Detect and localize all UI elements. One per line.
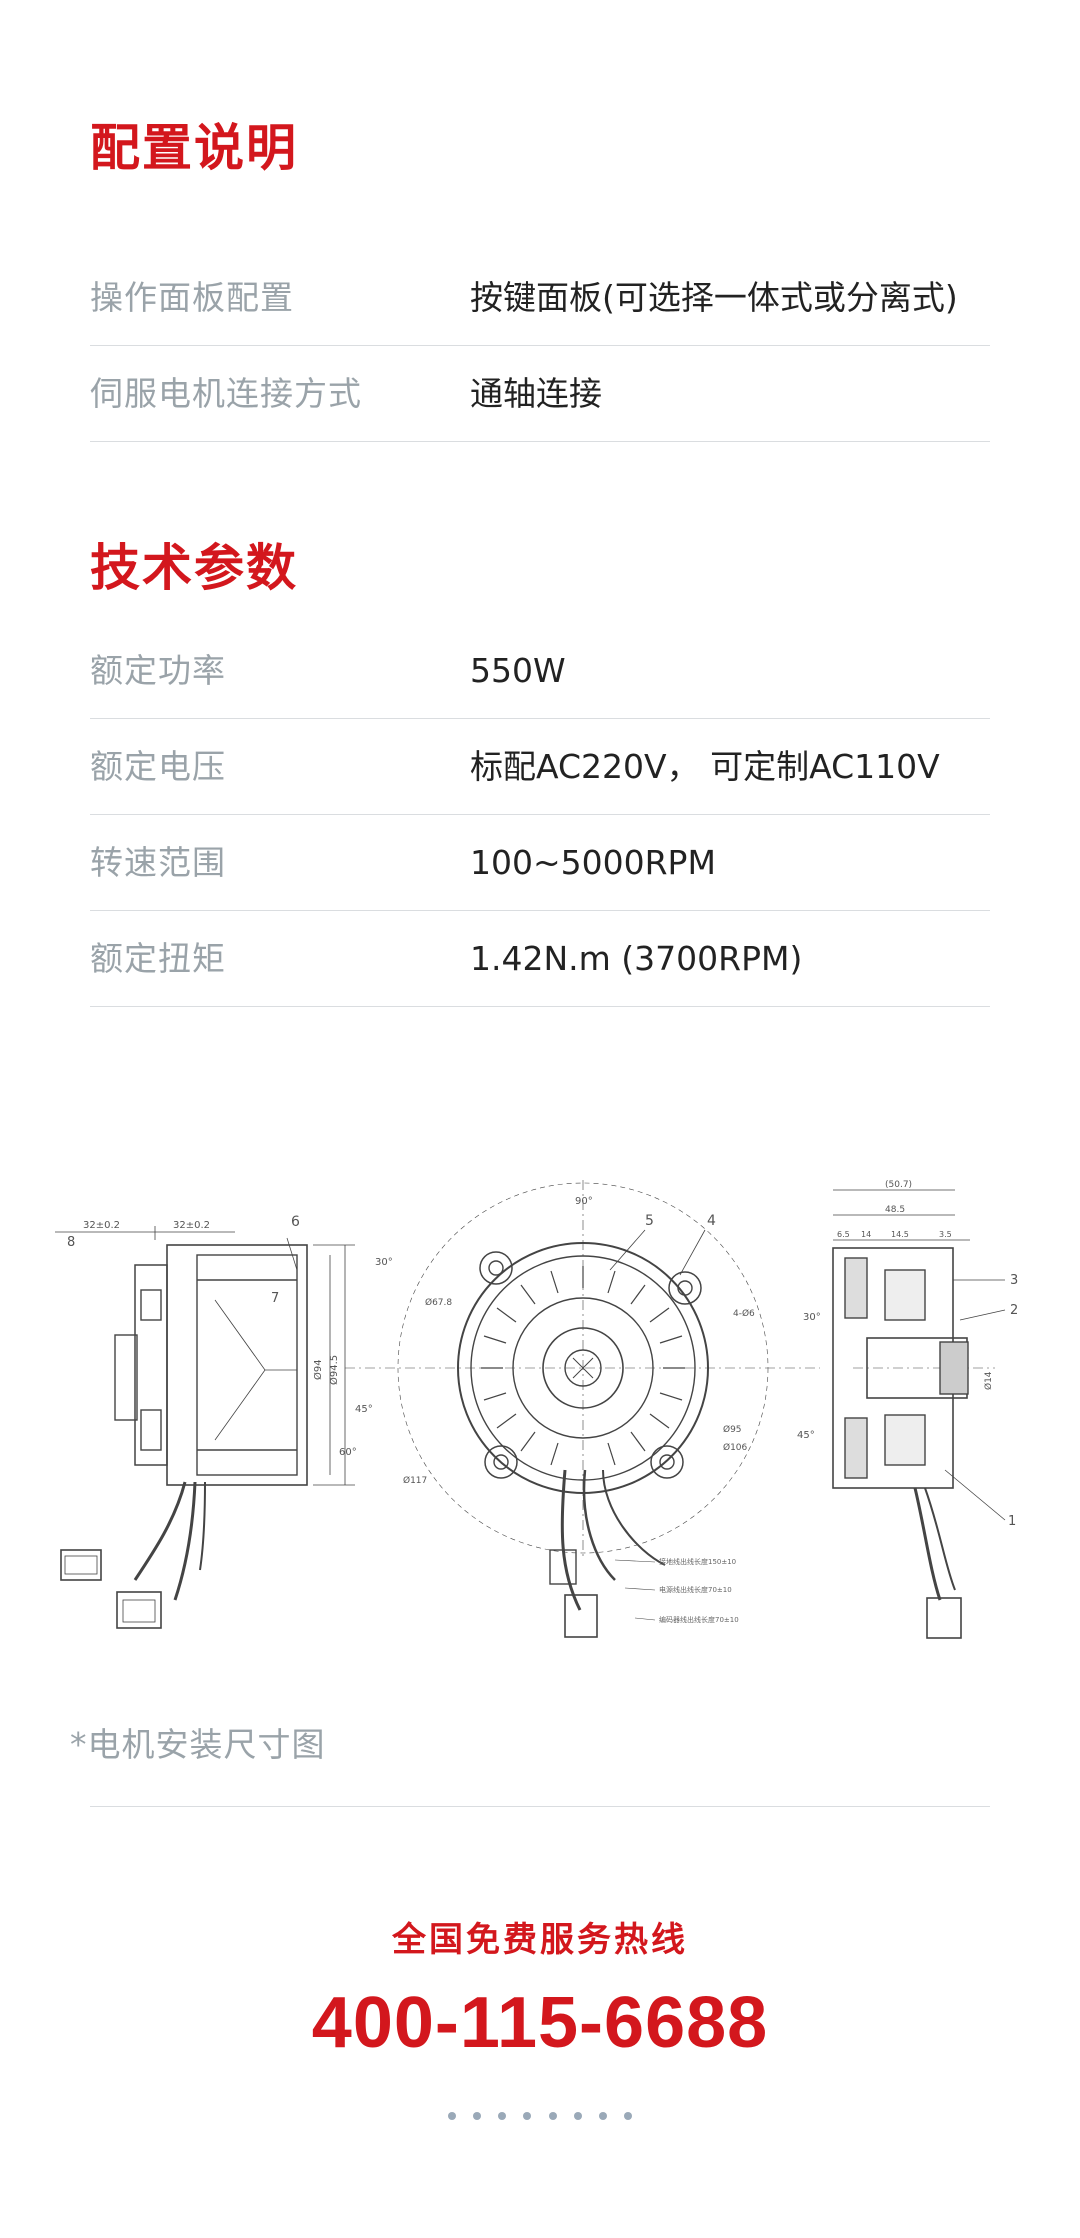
spec-label: 额定电压 (90, 747, 226, 786)
callout-number: 3 (1010, 1273, 1018, 1288)
front-dim-label: 4-Ø6 (733, 1308, 755, 1319)
page-dot (498, 2112, 507, 2120)
spec-value: 550W (470, 651, 566, 690)
page-dot (598, 2112, 607, 2120)
side-dim-label: 32±0.2 (83, 1220, 120, 1231)
hotline-number[interactable]: 400-115-6688 (311, 1983, 769, 2063)
section-dim-label: Ø14 (983, 1371, 994, 1390)
angle-label: 45° (797, 1430, 815, 1441)
page-dot (623, 2112, 632, 2120)
side-dim-label: Ø94 (312, 1359, 324, 1380)
spec-row: 伺服电机连接方式 通轴连接 (90, 346, 990, 442)
config-title: 配置说明 (90, 119, 298, 177)
hotline-title: 全国免费服务热线 (392, 1920, 688, 1960)
cable-note: 电源线出线长度70±10 (659, 1585, 732, 1594)
angle-label: 45° (355, 1404, 373, 1415)
spec-value: 按键面板(可选择一体式或分离式) (470, 278, 958, 317)
page-dot (473, 2112, 482, 2120)
page-indicator (0, 2105, 1080, 2124)
callout-number: 7 (271, 1291, 279, 1306)
spec-value: 通轴连接 (470, 374, 602, 413)
spec-row: 额定电压 标配AC220V， 可定制AC110V (90, 719, 990, 815)
cable-note: 接地线出线长度150±10 (659, 1557, 736, 1566)
front-dim-label: Ø95 (723, 1424, 742, 1435)
spec-label: 伺服电机连接方式 (90, 374, 362, 413)
callout-number: 5 (645, 1213, 654, 1229)
spec-row: 额定功率 550W (90, 623, 990, 719)
motor-dimension-drawing: 32±0.2 32±0.2 8 6 7 Ø94 Ø94.5 (55, 1180, 1018, 1639)
callout-number: 8 (67, 1235, 75, 1250)
section-dim-label: 6.5 (837, 1230, 850, 1239)
spec-label: 转速范围 (90, 843, 226, 882)
spec-row: 操作面板配置 按键面板(可选择一体式或分离式) (90, 250, 990, 346)
page-dot (523, 2112, 532, 2120)
angle-label: 90° (575, 1196, 593, 1207)
spec-row: 额定扭矩 1.42N.m (3700RPM) (90, 911, 990, 1007)
front-view: 90° 30° 45° 60° 45° 30° 5 4 Ø67.8 Ø117 Ø… (339, 1180, 821, 1638)
config-section: 配置说明 操作面板配置 按键面板(可选择一体式或分离式) 伺服电机连接方式 通轴… (90, 118, 990, 442)
section-view: (50.7) 48.5 6.5 14 14.5 3.5 3 2 1 Ø14 (832, 1180, 1018, 1639)
side-view: 32±0.2 32±0.2 8 6 7 Ø94 Ø94.5 (55, 1214, 355, 1629)
front-dim-label: Ø67.8 (425, 1297, 452, 1308)
front-dim-label: Ø106 (723, 1442, 748, 1453)
page-dot (573, 2112, 582, 2120)
section-dim-label: 14 (861, 1230, 871, 1239)
callout-number: 1 (1008, 1514, 1016, 1529)
cable-note: 编码器线出线长度70±10 (659, 1615, 739, 1624)
angle-label: 30° (803, 1312, 821, 1323)
tech-title: 技术参数 (90, 539, 298, 597)
tech-section: 技术参数 额定功率 550W 额定电压 标配AC220V， 可定制AC110V … (90, 538, 990, 1007)
side-dim-label: Ø94.5 (328, 1355, 340, 1385)
side-dim-label: 32±0.2 (173, 1220, 210, 1231)
page-dot (548, 2112, 557, 2120)
front-dim-label: Ø117 (403, 1475, 427, 1486)
callout-number: 4 (707, 1213, 716, 1229)
section-dim-label: 48.5 (885, 1205, 905, 1215)
page-dot (448, 2112, 457, 2120)
spec-label: 额定功率 (90, 651, 226, 690)
callout-number: 6 (291, 1214, 300, 1230)
section-dim-label: (50.7) (885, 1180, 912, 1190)
section-dim-label: 3.5 (939, 1230, 952, 1239)
spec-value: 100~5000RPM (470, 843, 716, 882)
angle-label: 30° (375, 1257, 393, 1268)
spec-label: 操作面板配置 (90, 278, 294, 317)
section-dim-label: 14.5 (891, 1230, 909, 1239)
angle-label: 60° (339, 1447, 357, 1458)
callout-number: 2 (1010, 1303, 1018, 1318)
spec-value: 标配AC220V， 可定制AC110V (470, 747, 940, 786)
divider (90, 1806, 990, 1807)
spec-row: 转速范围 100~5000RPM (90, 815, 990, 911)
spec-value: 1.42N.m (3700RPM) (470, 939, 803, 978)
diagram-caption: *电机安装尺寸图 (70, 1725, 326, 1764)
spec-label: 额定扭矩 (90, 939, 226, 978)
